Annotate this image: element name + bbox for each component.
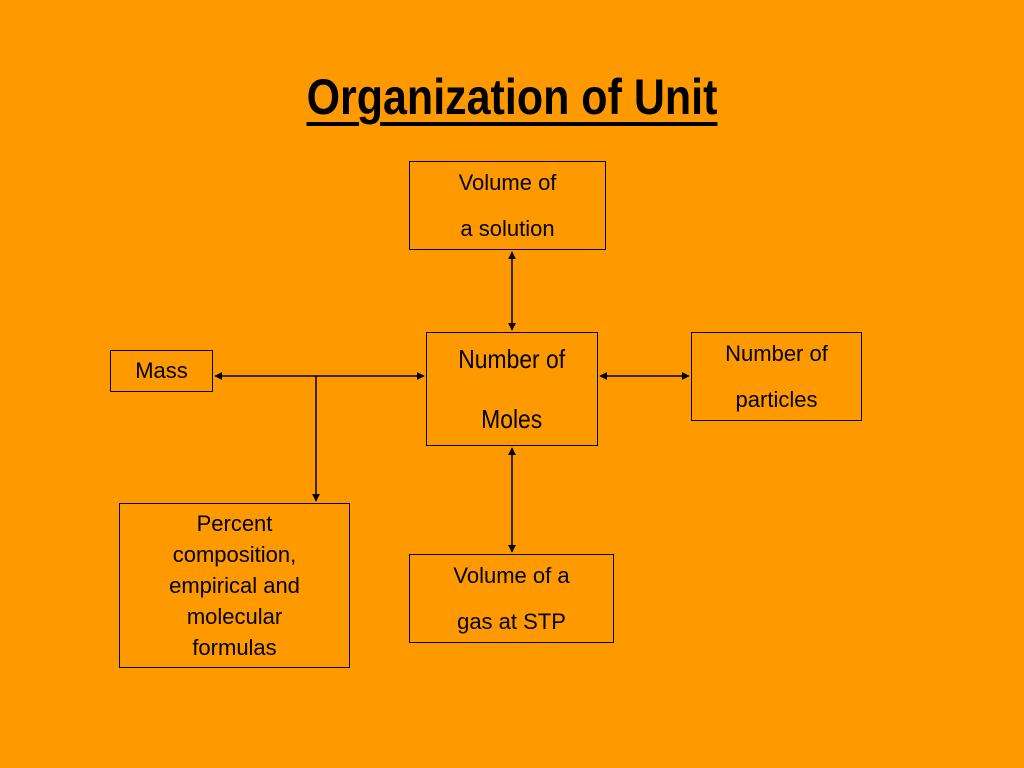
number-of-particles-line-1: Number of — [725, 340, 828, 366]
mass-label: Mass — [135, 358, 188, 383]
volume-of-gas-box: Volume of a gas at STP — [409, 554, 614, 643]
percent-composition-line-1: Percent — [196, 511, 273, 536]
percent-composition-line-5: formulas — [192, 635, 277, 660]
number-of-particles-box: Number of particles — [691, 332, 862, 421]
volume-of-solution-box: Volume of a solution — [409, 161, 606, 250]
percent-composition-line-2: composition, — [172, 542, 297, 567]
number-of-moles-box: Number of Moles — [426, 332, 598, 446]
mass-box: Mass — [110, 350, 213, 392]
percent-composition-box: Percent composition, empirical and molec… — [119, 503, 350, 668]
percent-composition-line-3: empirical and — [169, 573, 300, 598]
volume-of-gas-line-1: Volume of a — [453, 562, 570, 588]
slide-title: Organization of Unit — [306, 69, 718, 125]
number-of-particles-line-2: particles — [735, 386, 818, 412]
volume-of-solution-line-2: a solution — [460, 215, 555, 241]
number-of-moles-line-2: Moles — [481, 404, 543, 434]
volume-of-gas-line-2: gas at STP — [457, 608, 566, 634]
number-of-moles-line-1: Number of — [458, 344, 566, 374]
percent-composition-line-4: molecular — [186, 604, 283, 629]
volume-of-solution-line-1: Volume of — [458, 169, 557, 195]
